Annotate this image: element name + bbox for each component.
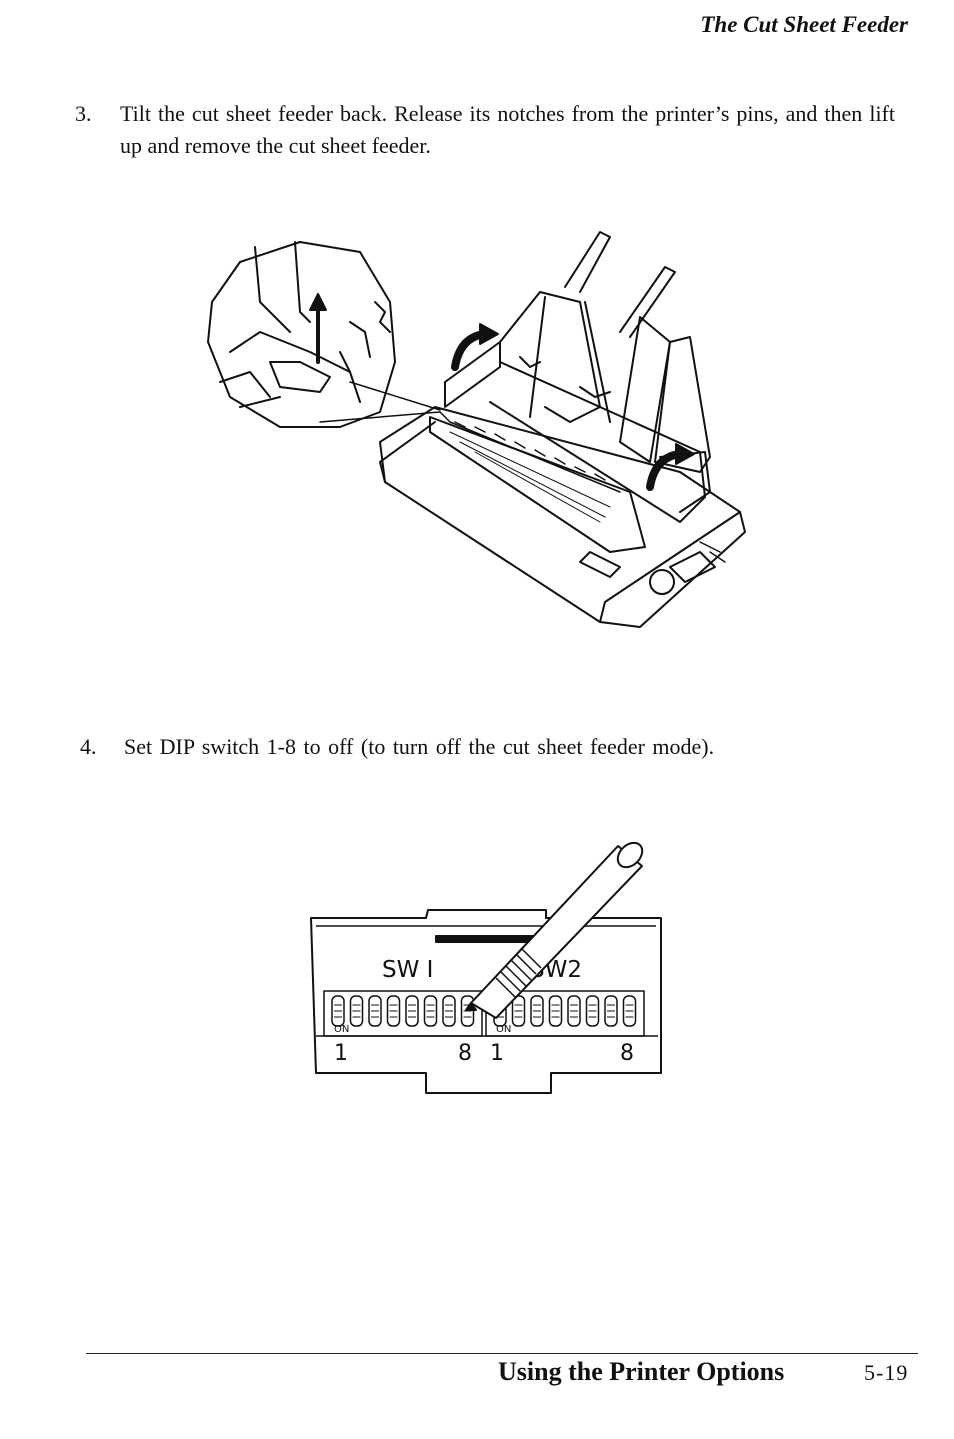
dip-switch-lever [386, 995, 401, 1027]
bank1-last-label: 8 [458, 1041, 472, 1066]
dip-switch-ridges [371, 1004, 379, 1018]
chapter-title: Using the Printer Options [498, 1357, 785, 1386]
footer-rule [86, 1353, 918, 1354]
dip-switch-lever [530, 995, 544, 1027]
arrowhead-left [479, 323, 499, 345]
dip-switch-lever [368, 995, 382, 1027]
step-text: Set DIP switch 1-8 to off (to turn off t… [124, 734, 715, 759]
dip-switch-lever [331, 995, 345, 1027]
dip-bank-1 [331, 995, 475, 1027]
pen-icon [465, 841, 644, 1019]
step-4: 4. Set DIP switch 1-8 to off (to turn of… [80, 731, 880, 765]
notch-detail-inset [207, 241, 441, 428]
dip-switch-lever [585, 995, 600, 1027]
dip-switch-ridges [570, 1004, 578, 1018]
dip-switch-lever [548, 995, 563, 1027]
printer-illustration [207, 231, 746, 628]
dip-switch-lever [567, 995, 581, 1027]
dip-switch-ridges [551, 1004, 560, 1018]
dip-switch-ridges [514, 1004, 523, 1018]
dip-switch-lever [405, 995, 419, 1027]
arrowhead-right [675, 443, 695, 465]
bank2-first-label: 1 [490, 1041, 504, 1066]
bank1-first-label: 1 [334, 1041, 348, 1066]
step-3: 3. Tilt the cut sheet feeder back. Relea… [75, 98, 895, 168]
step-number: 4. [80, 734, 97, 759]
dip-switch-ridges [334, 1004, 342, 1018]
dip-switch-lever [349, 995, 364, 1027]
bank2-last-label: 8 [620, 1041, 634, 1066]
dip-switch-ridges [426, 1004, 435, 1018]
dip-switch-ridges [588, 1004, 597, 1018]
printer-body [379, 406, 746, 628]
dip-switch-lever [442, 995, 456, 1027]
step-number: 3. [75, 101, 92, 126]
dip-switch-ridges [607, 1004, 615, 1018]
dip-switch-ridges [625, 1004, 634, 1018]
dip-switch-lever [604, 995, 618, 1027]
cut-sheet-feeder [444, 231, 711, 523]
running-header: The Cut Sheet Feeder [700, 12, 908, 37]
svg-text:ON: ON [496, 1024, 511, 1035]
page-number: 5-19 [864, 1360, 909, 1385]
dip-switch-ridges [408, 1004, 416, 1018]
dip-switch-lever [423, 995, 438, 1027]
step-text: Tilt the cut sheet feeder back. Release … [120, 101, 895, 158]
bank1-label: SW I [382, 957, 433, 983]
dip-bank-2 [493, 995, 637, 1027]
dip-switch-ridges [533, 1004, 541, 1018]
switch-panel [310, 909, 662, 1094]
dip-switch-lever [622, 995, 637, 1027]
dip-switch-illustration: SW I SW2 ON ON 1 8 1 8 [310, 841, 662, 1094]
svg-text:ON: ON [334, 1024, 349, 1035]
dip-switch-ridges [445, 1004, 453, 1018]
dip-switch-ridges [389, 1004, 398, 1018]
dip-switch-ridges [352, 1004, 361, 1018]
